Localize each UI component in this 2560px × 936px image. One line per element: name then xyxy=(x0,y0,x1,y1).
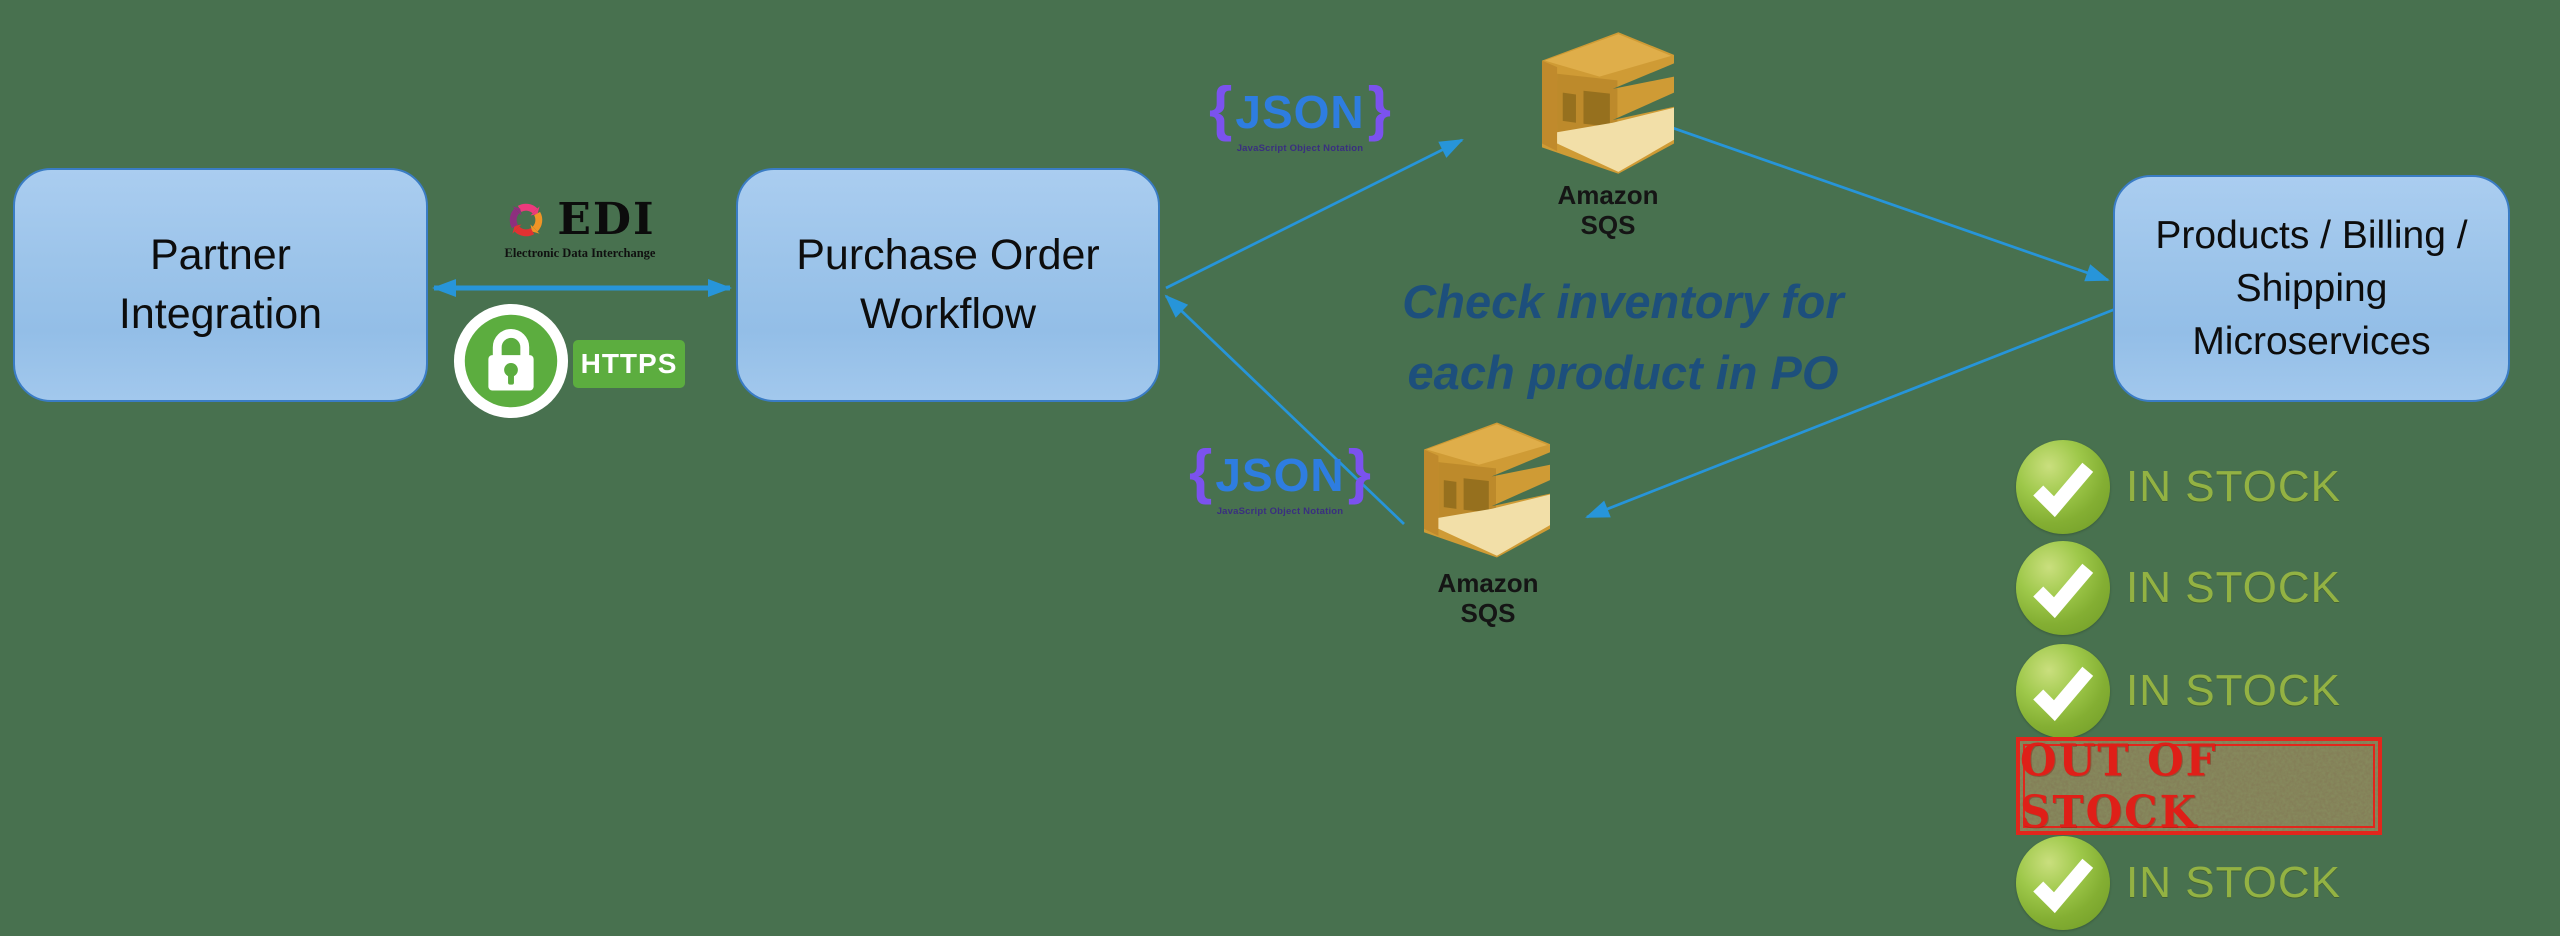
check-circle-icon xyxy=(2016,836,2110,930)
edi-subtitle: Electronic Data Interchange xyxy=(504,246,656,260)
node-ms-label-line2: Shipping xyxy=(2235,267,2388,310)
amazon-sqs-request-icon xyxy=(1542,32,1674,174)
node-ms-label-line1: Products / Billing / xyxy=(2155,214,2468,257)
https-badge-label: HTTPS xyxy=(580,348,678,379)
arrow-sqs-request-to-microservices xyxy=(1649,118,2110,282)
out-of-stock-stamp: OUT OF STOCK xyxy=(2016,734,2382,838)
https-lock-icon xyxy=(453,303,569,419)
note-line2: each product in PO xyxy=(1407,346,1839,399)
json-subtitle: JavaScript Object Notation xyxy=(1216,506,1344,517)
stock-item-3: IN STOCK xyxy=(2016,644,2341,738)
json-open-brace: { xyxy=(1209,75,1233,142)
stock-label: IN STOCK xyxy=(2126,666,2342,715)
checkmark-icon xyxy=(2033,563,2094,619)
check-circle-icon xyxy=(2016,644,2110,738)
note-line1: Check inventory for xyxy=(1402,275,1844,328)
node-po-label-line2: Workflow xyxy=(859,290,1036,338)
sqs-response-label: Amazon SQS xyxy=(1378,568,1598,628)
out-of-stock-label: OUT OF STOCK xyxy=(2020,734,2218,838)
check-circle-icon xyxy=(2016,541,2110,635)
node-partner-label-line1: Partner xyxy=(149,231,291,279)
node-microservices: Products / Billing / Shipping Microservi… xyxy=(2113,175,2510,402)
node-partner-label-line2: Integration xyxy=(118,290,323,338)
sqs-response-label-line2: SQS xyxy=(1460,598,1516,628)
json-logo-request: { JSON } JavaScript Object Notation xyxy=(1190,75,1410,155)
edi-logo: EDI Electronic Data Interchange xyxy=(488,198,672,261)
json-subtitle: JavaScript Object Notation xyxy=(1236,143,1364,154)
json-open-brace: { xyxy=(1189,438,1213,505)
sqs-response-label-line1: Amazon xyxy=(1437,568,1539,598)
node-partner-integration: Partner Integration xyxy=(13,168,428,402)
node-po-label-line1: Purchase Order xyxy=(796,231,1100,279)
arrow-po-to-sqs-request xyxy=(1165,138,1464,290)
stock-item-5: IN STOCK xyxy=(2016,836,2341,930)
sqs-request-label: Amazon SQS xyxy=(1498,180,1718,240)
json-close-brace: } xyxy=(1367,75,1391,142)
json-word: JSON xyxy=(1215,449,1345,501)
node-ms-label-line3: Microservices xyxy=(2192,320,2431,363)
checkmark-icon xyxy=(2033,858,2094,914)
edi-cycle-icon xyxy=(510,203,543,237)
https-badge: HTTPS xyxy=(573,340,685,388)
sqs-request-label-line1: Amazon xyxy=(1557,180,1659,210)
arrow-microservices-to-sqs-response xyxy=(1585,306,2119,519)
json-logo-response: { JSON } JavaScript Object Notation xyxy=(1170,438,1390,518)
checkmark-icon xyxy=(2033,462,2094,518)
check-circle-icon xyxy=(2016,440,2110,534)
stamp-grunge-texture xyxy=(2020,741,2378,831)
amazon-sqs-response-icon xyxy=(1424,422,1550,558)
stock-label: IN STOCK xyxy=(2126,858,2342,907)
stock-item-1: IN STOCK xyxy=(2016,440,2341,534)
stock-item-2: IN STOCK xyxy=(2016,541,2341,635)
note-check-inventory: Check inventory for each product in PO xyxy=(1368,266,1878,408)
json-close-brace: } xyxy=(1347,438,1371,505)
edi-title: EDI xyxy=(557,194,656,245)
json-word: JSON xyxy=(1235,86,1365,138)
stock-label: IN STOCK xyxy=(2126,462,2342,511)
stock-label: IN STOCK xyxy=(2126,563,2342,612)
checkmark-icon xyxy=(2033,666,2094,722)
node-purchase-order-workflow: Purchase Order Workflow xyxy=(736,168,1160,402)
sqs-request-label-line2: SQS xyxy=(1580,210,1636,240)
arrow-sqs-response-to-po xyxy=(1164,294,1405,525)
